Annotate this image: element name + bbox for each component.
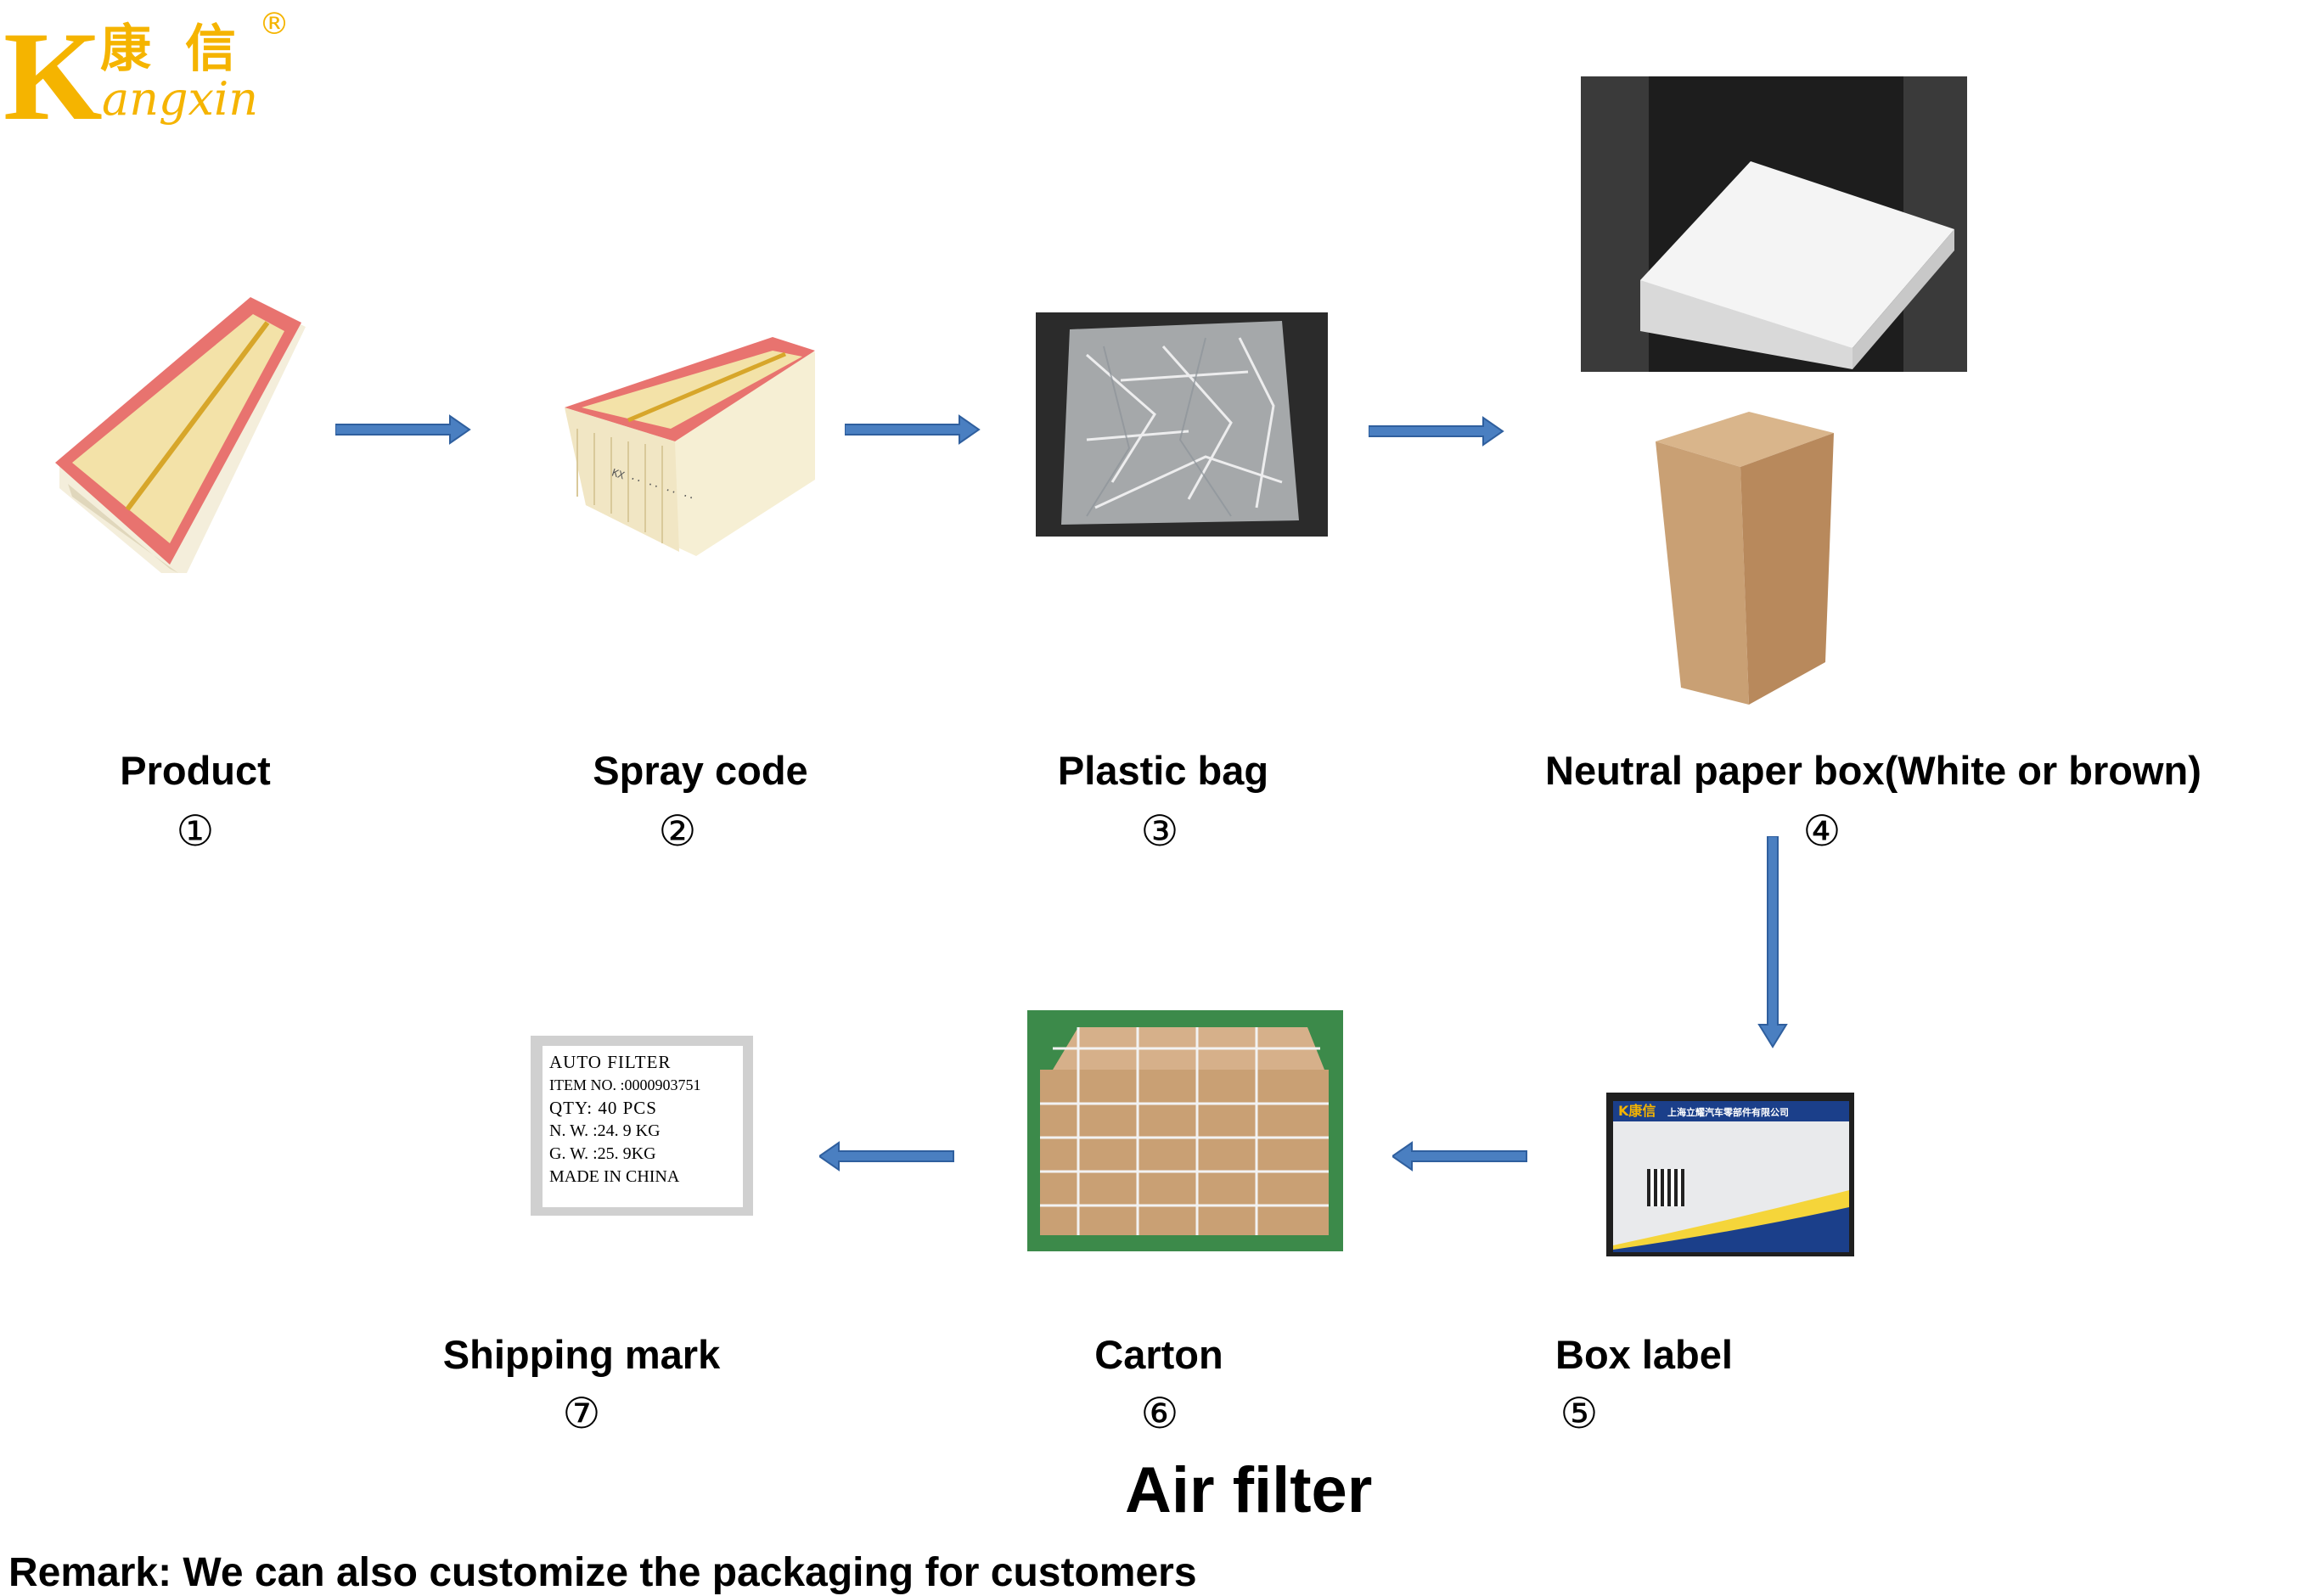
white-box-photo: [1581, 76, 1967, 372]
step-4-label: Neutral paper box(White or brown): [1545, 748, 2201, 793]
box-label-photo: K康信 上海立耀汽车零部件有限公司: [1606, 1093, 1854, 1256]
step-4-number: ④: [1802, 807, 1841, 855]
kangxin-logo: K 康 信 angxin ®: [0, 0, 306, 147]
shipping-line-4: N. W. :24. 9 KG: [549, 1121, 661, 1140]
logo-chinese-1: 康: [100, 20, 151, 79]
step-1-number: ①: [176, 807, 215, 855]
arrow-left-1: [1392, 1141, 1527, 1172]
step-2-label: Spray code: [593, 748, 808, 793]
step-2-number: ②: [658, 807, 697, 855]
carton-photo: [1027, 1010, 1343, 1251]
step-5-number: ⑤: [1560, 1390, 1599, 1437]
box-label-brand: K康信: [1618, 1103, 1656, 1119]
page-title: Air filter: [1125, 1454, 1373, 1526]
logo-graphic: K 康 信 angxin ®: [3, 6, 290, 147]
step-6-label: Carton: [1094, 1332, 1223, 1377]
shipping-line-2: ITEM NO. :0000903751: [549, 1076, 701, 1093]
step-1-label: Product: [120, 748, 271, 793]
step-3-number: ③: [1140, 807, 1179, 855]
arrow-right-2: [845, 414, 981, 445]
step-6-number: ⑥: [1140, 1390, 1179, 1437]
arrow-left-2: [819, 1141, 954, 1172]
spray-code-photo: KX ·· ·· ·· ··: [560, 335, 815, 556]
logo-registered: ®: [259, 7, 290, 42]
arrow-right-3: [1369, 416, 1504, 447]
logo-chinese-2: 信: [185, 20, 236, 79]
remark-text: Remark: We can also customize the packag…: [8, 1550, 1197, 1595]
step-5-label: Box label: [1555, 1332, 1733, 1377]
product-photo: [51, 293, 306, 573]
shipping-line-1: AUTO FILTER: [549, 1052, 672, 1072]
step-3-label: Plastic bag: [1057, 748, 1269, 793]
shipping-mark-photo: AUTO FILTER ITEM NO. :0000903751 QTY: 40…: [531, 1036, 753, 1216]
step-7-number: ⑦: [562, 1390, 601, 1437]
brown-box-photo: [1647, 407, 1842, 705]
shipping-line-5: G. W. :25. 9KG: [549, 1144, 656, 1163]
arrow-right-1: [335, 414, 471, 445]
qr-code-icon: [1647, 1169, 1684, 1206]
logo-k: K: [3, 6, 103, 144]
logo-latin: angxin: [102, 72, 258, 126]
box-label-company: 上海立耀汽车零部件有限公司: [1667, 1107, 1789, 1118]
step-7-label: Shipping mark: [442, 1332, 721, 1377]
plastic-bag-photo: [1036, 312, 1328, 537]
shipping-line-3: QTY: 40 PCS: [549, 1098, 657, 1118]
arrow-down: [1757, 836, 1788, 1048]
shipping-line-6: MADE IN CHINA: [549, 1167, 680, 1186]
